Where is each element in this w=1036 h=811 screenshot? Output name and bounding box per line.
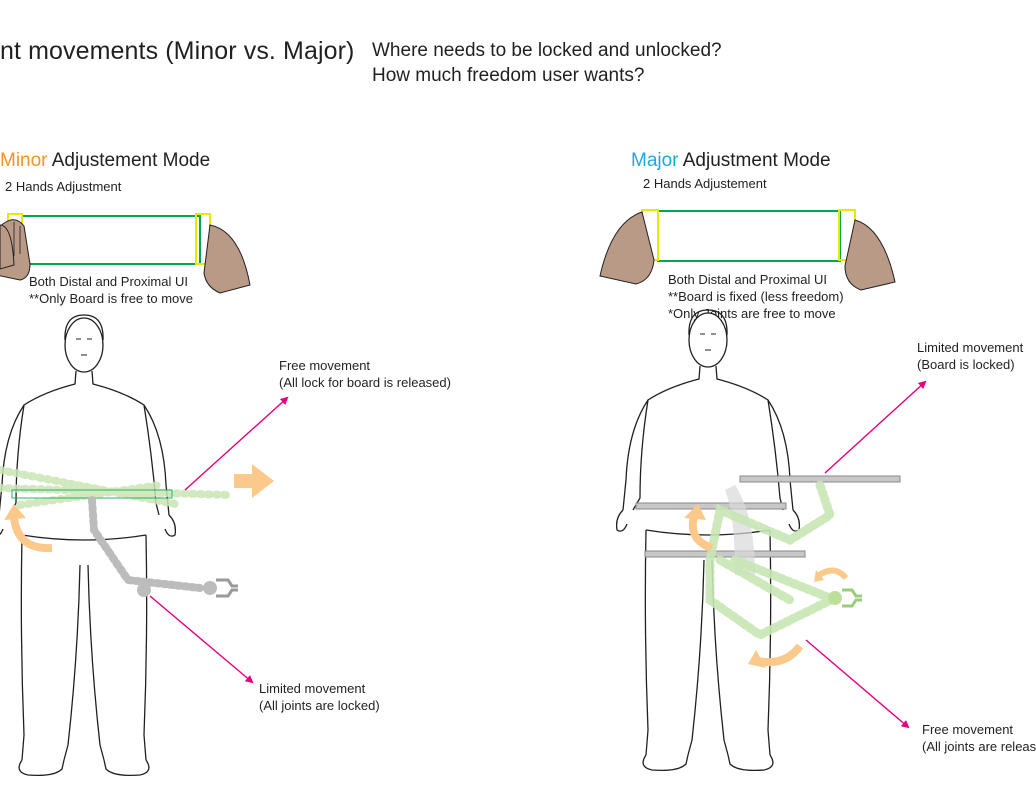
major-free-arm: [705, 480, 862, 641]
minor-mode-word: Minor: [0, 150, 48, 171]
minor-mode-rest: Adjustement Mode: [47, 150, 211, 171]
minor-free-desc: (All lock for board is released): [279, 375, 451, 390]
minor-hands-label: 2 Hands Adjustment: [5, 179, 122, 194]
major-free-desc: (All joints are releas: [922, 739, 1036, 754]
major-limited-callout: [824, 380, 927, 474]
major-fixed-boards: [635, 475, 901, 575]
major-mode-heading: Major Adjustment Mode: [631, 150, 831, 172]
minor-locked-arm: [88, 496, 238, 598]
major-ui-line1: Both Distal and Proximal UI: [668, 272, 827, 287]
major-limited-desc: (Board is locked): [917, 357, 1015, 372]
minor-limited-callout: [149, 595, 254, 684]
major-limited-title: Limited movement: [917, 340, 1024, 355]
minor-free-title: Free movement: [279, 358, 371, 373]
minor-ui-line1: Both Distal and Proximal UI: [29, 274, 188, 289]
major-board-illustration: [599, 209, 896, 291]
major-person-figure: [615, 309, 801, 772]
major-free-title: Free movement: [922, 722, 1014, 737]
major-motion-arrows: [684, 504, 849, 668]
minor-board-ghosts: [0, 466, 234, 509]
minor-free-callout: [184, 396, 289, 491]
question-freedom: How much freedom user wants?: [372, 65, 645, 86]
major-mode-rest: Adjustment Mode: [678, 150, 831, 171]
minor-board-illustration: [0, 213, 251, 294]
page-title: nt movements (Minor vs. Major): [0, 37, 355, 65]
minor-limited-desc: (All joints are locked): [259, 698, 380, 713]
minor-motion-arrows: [4, 464, 274, 553]
major-mode-word: Major: [631, 150, 679, 171]
minor-mode-heading: Minor Adjustement Mode: [0, 150, 210, 172]
major-hands-label: 2 Hands Adjustement: [643, 176, 767, 191]
question-locking: Where needs to be locked and unlocked?: [372, 40, 722, 61]
major-free-callout: [805, 639, 910, 729]
major-ui-line2: **Board is fixed (less freedom): [668, 289, 844, 304]
minor-ui-line2: **Only Board is free to move: [29, 291, 194, 306]
minor-limited-title: Limited movement: [259, 681, 366, 696]
